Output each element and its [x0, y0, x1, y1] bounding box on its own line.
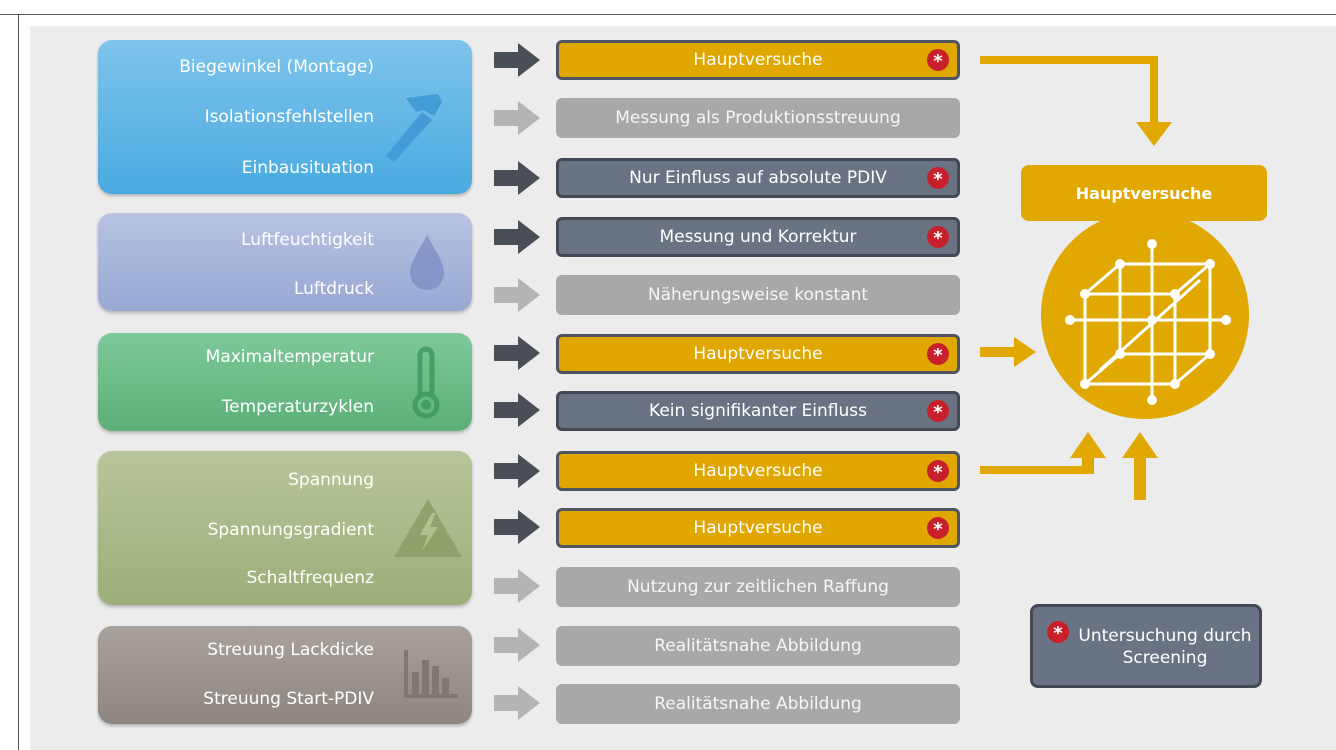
arrow-right-icon: [494, 393, 540, 427]
arrow-right-icon: [494, 220, 540, 254]
screening-star-icon: *: [1047, 621, 1069, 644]
outcome-label: Hauptversuche: [693, 518, 823, 538]
water-drop-icon: [410, 235, 444, 290]
legend-text: Untersuchung durch Screening: [1078, 626, 1252, 668]
group-electrical: Spannung Spannungsgradient Schaltfrequen…: [98, 451, 472, 605]
arrow-right-icon: [494, 569, 540, 603]
factor-label: Streuung Start-PDIV: [203, 689, 374, 709]
cube-grid-icon: [1041, 211, 1249, 419]
outcome-label: Näherungsweise konstant: [647, 285, 869, 305]
outcome-label: Messung und Korrektur: [659, 227, 857, 247]
outcome-box: Realitätsnahe Abbildung: [556, 626, 960, 666]
outcome-box: Hauptversuche *: [556, 40, 960, 80]
arrow-right-icon: [494, 161, 540, 195]
outcome-box: Hauptversuche *: [556, 334, 960, 374]
factor-label: Temperaturzyklen: [221, 397, 374, 417]
screening-star-icon: *: [927, 400, 949, 423]
legend: * Untersuchung durch Screening: [1030, 604, 1262, 688]
outcome-box: Nur Einfluss auf absolute PDIV *: [556, 158, 960, 198]
thermometer-icon: [412, 346, 440, 419]
screening-star-icon: *: [927, 460, 949, 483]
connector-lower-2: [1122, 432, 1158, 500]
outcome-label: Messung als Produktionsstreuung: [615, 108, 901, 128]
outcome-label: Hauptversuche: [693, 50, 823, 70]
factor-label: Maximaltemperatur: [205, 347, 374, 367]
connector-lower-1: [980, 432, 1106, 474]
group-statistical: Streuung Lackdicke Streuung Start-PDIV: [98, 626, 472, 724]
outcome-box: Näherungsweise konstant: [556, 275, 960, 315]
screening-star-icon: *: [927, 49, 949, 72]
arrow-right-icon: [494, 336, 540, 370]
outcome-box: Hauptversuche *: [556, 451, 960, 491]
connector-middle: [980, 337, 1036, 367]
outcome-label: Hauptversuche: [693, 461, 823, 481]
outcome-box: Messung als Produktionsstreuung: [556, 98, 960, 138]
factor-label: Spannungsgradient: [207, 520, 374, 540]
arrow-right-icon: [494, 454, 540, 488]
outcome-label: Hauptversuche: [693, 344, 823, 364]
outcome-label: Nutzung zur zeitlichen Raffung: [627, 577, 889, 597]
connector-arrows: [980, 56, 1172, 500]
arrow-right-icon: [494, 628, 540, 662]
group-thermal: Maximaltemperatur Temperaturzyklen: [98, 333, 472, 431]
outcome-label: Kein signifikanter Einfluss: [649, 401, 867, 421]
outcome-box: Messung und Korrektur *: [556, 217, 960, 257]
screening-star-icon: *: [927, 167, 949, 190]
screening-star-icon: *: [927, 226, 949, 249]
outcome-box: Nutzung zur zeitlichen Raffung: [556, 567, 960, 607]
factor-label: Luftdruck: [293, 279, 374, 299]
arrow-right-icon: [494, 101, 540, 135]
outcome-label: Nur Einfluss auf absolute PDIV: [629, 168, 887, 188]
top-border: [0, 14, 1336, 15]
factor-label: Einbausituation: [241, 158, 374, 178]
high-voltage-icon: [394, 499, 462, 557]
left-border: [18, 14, 19, 750]
arrow-right-icon: [494, 43, 540, 77]
outcome-label: Realitätsnahe Abbildung: [654, 694, 862, 714]
factor-label: Biegewinkel (Montage): [179, 57, 374, 77]
factor-label: Schaltfrequenz: [246, 568, 375, 588]
bar-chart-icon: [404, 650, 458, 698]
group-mechanical: Biegewinkel (Montage) Isolationsfehlstel…: [98, 40, 472, 194]
outcome-box: Hauptversuche *: [556, 508, 960, 548]
factor-label: Spannung: [288, 470, 374, 490]
group-air: Luftfeuchtigkeit Luftdruck: [98, 213, 472, 311]
factor-label: Isolationsfehlstellen: [204, 107, 374, 127]
factor-label: Streuung Lackdicke: [207, 640, 374, 660]
outcome-label: Realitätsnahe Abbildung: [654, 636, 862, 656]
outcome-box: Kein signifikanter Einfluss *: [556, 391, 960, 431]
factor-label: Luftfeuchtigkeit: [241, 230, 374, 250]
arrow-right-icon: [494, 510, 540, 544]
hammer-icon: [386, 94, 442, 162]
screening-star-icon: *: [927, 343, 949, 366]
screening-star-icon: *: [927, 517, 949, 540]
arrow-right-icon: [494, 278, 540, 312]
outcome-box: Realitätsnahe Abbildung: [556, 684, 960, 724]
arrow-right-icon: [494, 686, 540, 720]
connector-top: [980, 56, 1172, 146]
